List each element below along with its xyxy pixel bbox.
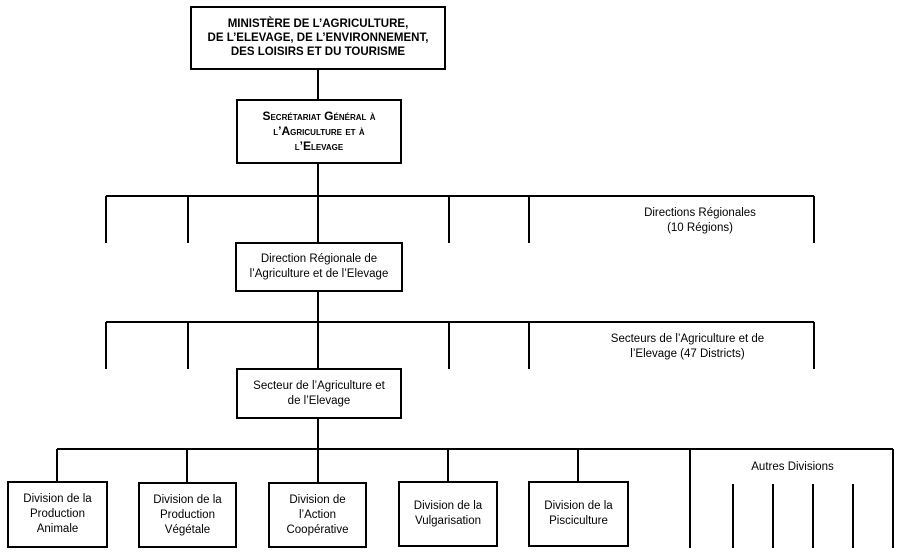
division-box-production-animale: Division de la Production Animale [7, 481, 108, 548]
division-label: Division de la Production Animale [23, 493, 92, 535]
sector-label: Secteur de l’Agriculture et de l’Elevage [253, 379, 385, 407]
secretariat-label: Secrétariat Général à l’Agriculture et à… [262, 109, 376, 153]
division-box-pisciculture: Division de la Pisciculture [528, 481, 629, 547]
division-box-production-vegetale: Division de la Production Végétale [138, 482, 237, 548]
regional-directions-label: Directions Régionales (10 Régions) [610, 206, 790, 236]
sector-box: Secteur de l’Agriculture et de l’Elevage [236, 368, 402, 419]
ministry-box: MINISTÈRE DE L’AGRICULTURE, DE L’ELEVAGE… [190, 6, 446, 70]
ministry-label: MINISTÈRE DE L’AGRICULTURE, DE L’ELEVAGE… [207, 18, 429, 58]
other-divisions-label: Autres Divisions [725, 460, 860, 475]
regional-direction-label: Direction Régionale de l’Agriculture et … [249, 253, 389, 280]
sectors-label: Secteurs de l’Agriculture et de l’Elevag… [580, 332, 795, 362]
division-label: Division de l’Action Coopérative [286, 493, 349, 536]
division-box-action-cooperative: Division de l’Action Coopérative [268, 482, 367, 548]
regional-direction-box: Direction Régionale de l’Agriculture et … [235, 242, 403, 292]
division-label: Division de la Pisciculture [544, 500, 613, 527]
division-box-vulgarisation: Division de la Vulgarisation [398, 481, 498, 547]
secretariat-box: Secrétariat Général à l’Agriculture et à… [236, 99, 402, 164]
division-label: Division de la Production Végétale [153, 493, 222, 536]
division-label: Division de la Vulgarisation [413, 500, 483, 527]
